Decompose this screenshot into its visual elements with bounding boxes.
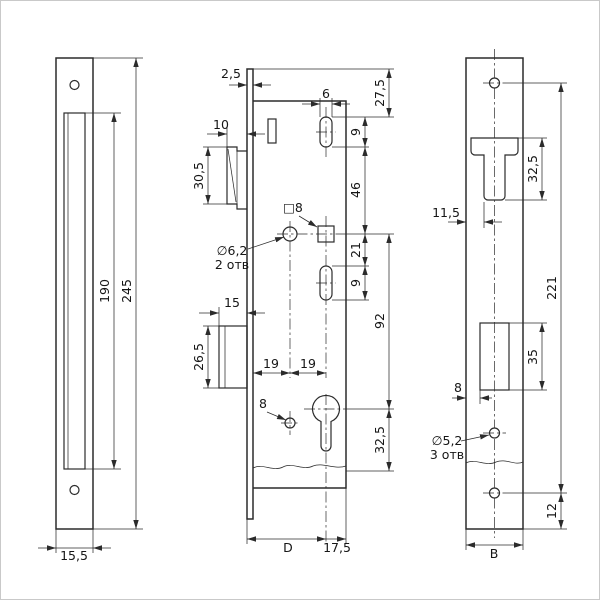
dim-label-latch-height: 30,5 <box>191 162 206 190</box>
dim-case-depth-chain: D 17,5 <box>247 536 351 555</box>
dim-label-slot-width: 6 <box>322 86 330 101</box>
dim-label-strike-plate-height: 245 <box>119 279 134 303</box>
dim-label-top-offset: 27,5 <box>372 79 387 107</box>
strike-screw-hole-top <box>69 79 80 91</box>
dim-cylinder-height: 32,5 <box>372 409 392 471</box>
dim-strike-slot-height: 190 <box>97 113 117 469</box>
callout-label-pin-hole: 8 <box>259 396 267 411</box>
dim-face-plate-width: B <box>466 542 523 561</box>
callout-label-face-screw-qty: 3 отв <box>430 447 464 462</box>
case-break-wave-line <box>252 464 347 469</box>
strike-screw-hole-bottom <box>69 484 80 496</box>
dim-latch-depth: 10 <box>207 117 265 137</box>
dim-label-case-rear-width: 17,5 <box>323 540 351 555</box>
dim-label-latch-window-height: 32,5 <box>525 155 540 183</box>
dim-label-edge-offset: 11,5 <box>432 205 460 220</box>
dim-backset-chain: 19 19 <box>253 356 326 376</box>
strike-plate-outline <box>55 57 94 530</box>
dim-label-case-depth: D <box>283 540 293 555</box>
dim-label-backset-rear: 19 <box>300 356 316 371</box>
face-plate-extension-lines <box>465 82 567 550</box>
callout-label-face-screw-dia: ∅5,2 <box>432 433 463 448</box>
latch-window <box>470 137 519 201</box>
dim-label-slot-height-bottom: 9 <box>348 279 363 287</box>
dim-label-bolt-height: 26,5 <box>191 343 206 371</box>
dim-latch-height: 30,5 <box>191 147 211 204</box>
dim-square-to-slot: 21 <box>348 234 368 266</box>
dim-slot-width: 6 <box>302 86 350 107</box>
strike-plate-slot <box>63 112 86 470</box>
dim-label-strike-plate-width: 15,5 <box>60 548 88 563</box>
dim-square-to-cylinder: 92 <box>372 234 392 409</box>
dim-bottom-hole-offset: 12 <box>544 493 564 529</box>
callout-label-screw-qty: 2 отв <box>215 257 249 272</box>
dim-window-edge-offset: 8 <box>452 380 492 401</box>
dim-slot-height-bottom: 9 <box>348 266 368 300</box>
deadbolt-outline <box>218 325 248 389</box>
plate-break-wave-line <box>465 460 524 464</box>
face-plate-view: 32,5 35 221 12 8 11,5 B <box>430 49 567 561</box>
dim-label-screw-hole-spacing: 221 <box>544 276 559 300</box>
dim-strike-plate-height: 245 <box>119 58 139 529</box>
dim-label-square-to-slot: 21 <box>348 242 363 258</box>
lock-body-view: 2,5 6 10 30,5 15 26,5 9 <box>191 66 394 555</box>
callout-pin-hole: 8 <box>259 396 287 421</box>
dim-screw-hole-spacing: 221 <box>544 83 564 493</box>
dim-label-bolt-window-height: 35 <box>525 349 540 365</box>
dim-faceplate-thickness: 2,5 <box>221 66 271 88</box>
callout-square-spindle: □8 <box>283 200 318 228</box>
dim-label-faceplate-thickness: 2,5 <box>221 66 241 81</box>
lock-faceplate-strip <box>246 68 254 520</box>
dim-bolt-window-height: 35 <box>525 323 545 390</box>
dim-label-slot-height-top: 9 <box>348 128 363 136</box>
callout-face-screw-hole: ∅5,2 3 отв <box>430 433 490 462</box>
dim-bolt-depth: 15 <box>199 295 265 316</box>
dim-strike-plate-width: 15,5 <box>38 545 111 563</box>
dim-edge-offset: 11,5 <box>432 205 502 225</box>
dim-slot-to-square: 46 <box>348 147 368 234</box>
dim-label-cylinder-height: 32,5 <box>372 426 387 454</box>
dim-label-square-to-cylinder: 92 <box>372 313 387 329</box>
dim-label-strike-slot-height: 190 <box>97 279 112 303</box>
strike-extension-lines <box>55 57 143 553</box>
dim-label-face-plate-width: B <box>490 546 499 561</box>
dim-bolt-height: 26,5 <box>191 326 211 388</box>
latch-tail-detail <box>267 118 277 144</box>
dim-label-bolt-depth: 15 <box>224 295 240 310</box>
lock-body-centerlines <box>277 107 346 544</box>
dim-label-bottom-hole-offset: 12 <box>544 503 559 519</box>
deadbolt-window <box>479 322 510 391</box>
dim-slot-height-top: 9 <box>348 117 368 147</box>
dim-label-backset-front: 19 <box>263 356 279 371</box>
dim-top-offset: 27,5 <box>372 69 392 117</box>
dim-label-latch-depth: 10 <box>213 117 229 132</box>
dim-latch-window-height: 32,5 <box>525 138 545 200</box>
callout-fixing-screw-hole: ∅6,2 2 отв <box>215 236 285 272</box>
dim-label-window-edge-offset: 8 <box>454 380 462 395</box>
strike-plate-view: 190 245 15,5 <box>38 57 143 563</box>
callout-label-square-spindle: □8 <box>283 200 303 215</box>
face-hole-centerlines <box>483 82 506 494</box>
callout-label-screw-dia: ∅6,2 <box>217 243 248 258</box>
latch-bolt-bevel-line <box>227 148 237 203</box>
lock-case-outline <box>253 100 347 489</box>
dim-label-slot-to-square: 46 <box>348 182 363 198</box>
